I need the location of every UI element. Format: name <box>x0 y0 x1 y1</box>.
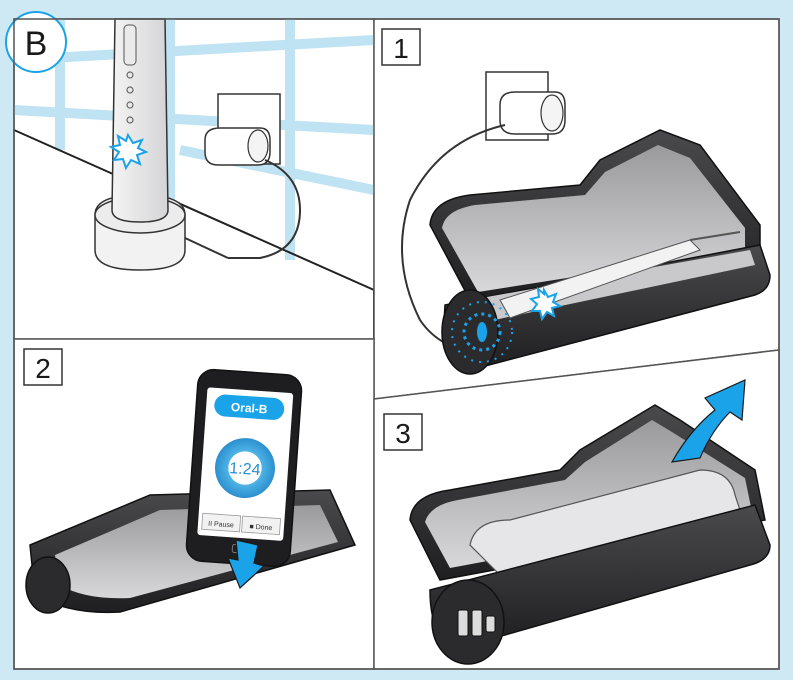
power-cord <box>228 159 302 259</box>
charge-indicator-flash <box>108 132 149 171</box>
timer-ring <box>214 438 275 499</box>
step-box-1 <box>381 28 421 66</box>
timer-text: 1:24 <box>229 460 261 479</box>
toothbrush-handle <box>108 18 169 223</box>
done-button-label: ■ Done <box>249 524 272 533</box>
lift-arrow <box>670 379 746 463</box>
smartphone: Oral-B 1:24 II Pause ■ Done <box>185 368 303 568</box>
power-plug <box>499 91 566 135</box>
power-cord <box>401 124 506 356</box>
section-letter-text: B <box>25 25 48 63</box>
done-button[interactable] <box>241 515 281 536</box>
figure-border <box>13 18 780 670</box>
power-plug <box>204 127 271 166</box>
handle-indicator-flash <box>528 286 563 322</box>
step-box-3 <box>383 413 423 451</box>
insert-arrow <box>227 539 266 590</box>
panel-step-1: 1 <box>373 18 780 400</box>
step-box-2 <box>23 348 63 386</box>
pause-button-label: II Pause <box>208 521 234 530</box>
step-number-2: 2 <box>35 353 51 384</box>
brand-badge <box>214 394 285 420</box>
charging-light-flash <box>451 301 513 363</box>
brand-text: Oral-B <box>230 400 268 417</box>
panel-step-3: 3 <box>373 349 780 670</box>
step-number-3: 3 <box>395 418 411 449</box>
panel-step-2: 2 Oral-B 1:24 II Pause ■ Done <box>13 338 375 670</box>
step-number-1: 1 <box>393 33 409 64</box>
travel-case-closing <box>409 404 771 665</box>
panel-charger-base: B <box>5 11 376 340</box>
section-letter: B <box>5 11 67 73</box>
pause-button[interactable] <box>201 512 242 533</box>
